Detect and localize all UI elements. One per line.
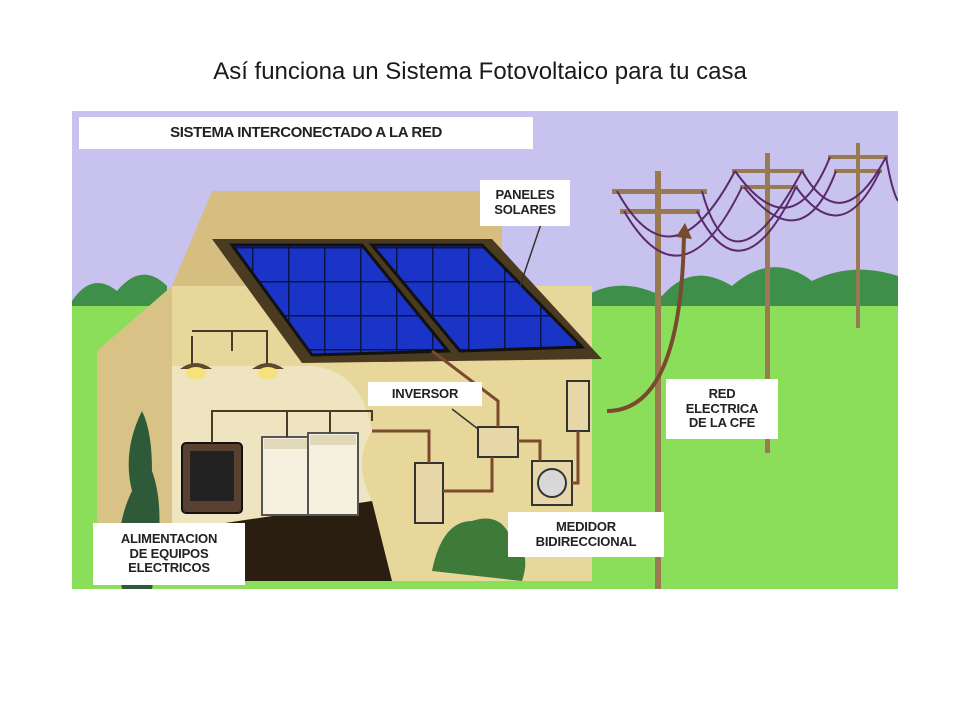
- meter-label: MEDIDOR BIDIRECCIONAL: [508, 512, 664, 557]
- bidirectional-meter: [531, 460, 573, 506]
- grid-label-line-1: RED: [708, 386, 736, 402]
- inverter-box: [477, 426, 519, 458]
- ceiling-wiring: [191, 330, 268, 366]
- meter-label-line-2: BIDIRECCIONAL: [535, 533, 637, 549]
- solar-panel-right: [368, 243, 586, 353]
- equipment-wiring: [372, 349, 580, 493]
- appliances-label-line-1: ALIMENTACION: [120, 531, 218, 547]
- inverter-label-text: INVERSOR: [391, 385, 459, 401]
- appliance-dryer: [307, 432, 359, 516]
- system-type-label: SISTEMA INTERCONECTADO A LA RED: [79, 117, 533, 149]
- solar-system-illustration: SISTEMA INTERCONECTADO A LA RED PANELES …: [72, 111, 898, 589]
- disconnect-box: [566, 380, 590, 432]
- appliance-wiring: [211, 410, 373, 443]
- panels-leader-line: [519, 220, 543, 287]
- background-hills: [72, 274, 167, 311]
- appliance-tv: [181, 442, 243, 514]
- grid-label-line-2: ELECTRICA: [685, 400, 759, 416]
- solar-panels-label-line-2: SOLARES: [494, 202, 556, 217]
- ceiling-lamp-left: [180, 363, 212, 379]
- power-lines: [616, 156, 898, 257]
- ceiling-lamp-right: [252, 363, 284, 379]
- breaker-box: [414, 462, 444, 524]
- grid-connection-arrowhead: [676, 223, 692, 239]
- power-pole-3: [828, 143, 888, 328]
- grid-label: RED ELECTRICA DE LA CFE: [666, 379, 778, 439]
- power-pole-2: [732, 153, 804, 453]
- solar-panel-left: [229, 243, 452, 357]
- appliances-label-line-3: ELECTRICOS: [128, 560, 210, 576]
- appliances-label: ALIMENTACION DE EQUIPOS ELECTRICOS: [93, 523, 245, 585]
- meter-label-line-1: MEDIDOR: [556, 518, 616, 534]
- solar-panels-label-line-1: PANELES: [495, 187, 555, 203]
- slide-title: Así funciona un Sistema Fotovoltaico par…: [213, 58, 747, 85]
- shrub-front: [432, 518, 526, 581]
- appliances-label-line-2: DE EQUIPOS: [129, 545, 209, 561]
- grid-connection-arrow: [606, 230, 686, 413]
- solar-panels-label: PANELES SOLARES: [480, 180, 570, 226]
- inverter-leader-line: [451, 408, 479, 430]
- inverter-label: INVERSOR: [368, 382, 482, 406]
- grid-label-line-3: DE LA CFE: [688, 415, 756, 431]
